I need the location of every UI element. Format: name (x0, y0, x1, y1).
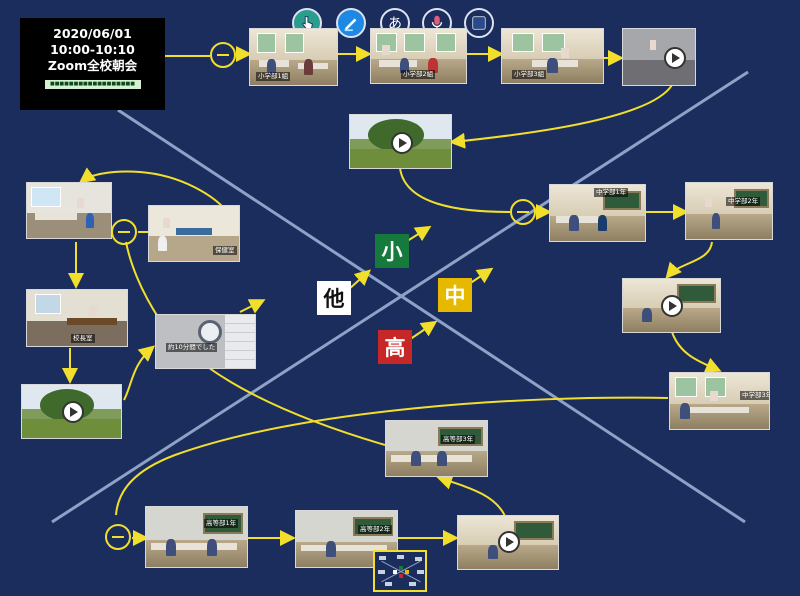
collapse-node (111, 219, 137, 245)
meeting-title: Zoom全校朝会 (47, 58, 138, 73)
color-swatch-icon (472, 16, 486, 30)
connector (449, 84, 673, 149)
photo-caption: 小学部1組 (256, 72, 291, 81)
photo-caption: 高等部2年 (358, 525, 393, 534)
collapse-node (510, 199, 536, 225)
photo-caption: 中学部2年 (726, 197, 761, 206)
meeting-subtitle: ■■■■■■■■■■■■■■■■■■ (44, 80, 141, 89)
connector (436, 474, 506, 517)
photo-clock[interactable]: 約10分間でした (155, 314, 256, 369)
photo-nurse-office[interactable]: 保健室 (148, 205, 240, 262)
photo-caption: 小学部2組 (401, 70, 436, 79)
photo-caption: 高等部3年 (441, 435, 476, 444)
play-icon[interactable] (664, 47, 686, 69)
category-elementary[interactable]: 小 (375, 234, 409, 268)
photo-caption: 保健室 (213, 246, 237, 255)
meeting-time: 10:00-10:10 (50, 42, 135, 57)
pen-tool-button[interactable] (336, 8, 366, 38)
photo-elementary-class3[interactable]: 小学部3組 (501, 28, 604, 84)
photo-elementary-class1[interactable]: 小学部1組 (249, 28, 338, 86)
connector (239, 299, 266, 314)
play-icon[interactable] (498, 531, 520, 553)
category-junior-high[interactable]: 中 (438, 278, 472, 312)
meeting-info-card[interactable]: 2020/06/01 10:00-10:10 Zoom全校朝会 ■■■■■■■■… (20, 18, 165, 110)
marker-icon (344, 18, 357, 32)
photo-caption: 小学部3組 (512, 70, 547, 79)
meeting-date: 2020/06/01 (53, 26, 132, 41)
photo-caption: 中学部1年 (594, 188, 629, 197)
connector (123, 345, 156, 401)
category-other[interactable]: 他 (317, 281, 351, 315)
photo-caption: 約10分間でした (166, 343, 218, 352)
photo-junior-high-video[interactable] (622, 278, 721, 333)
photo-caption: 高等部1年 (204, 519, 239, 528)
photo-caption: 中学部3年 (740, 391, 769, 400)
photo-high-school-year1[interactable]: 高等部1年 (145, 506, 248, 568)
connector (665, 241, 713, 280)
play-icon[interactable] (391, 132, 413, 154)
photo-principal-office[interactable]: 校長室 (26, 289, 128, 347)
category-high[interactable]: 高 (378, 330, 412, 364)
collapse-node (210, 42, 236, 68)
connector (347, 269, 371, 291)
photo-high-school-year3[interactable]: 高等部3年 (385, 420, 488, 477)
photo-caption: 校長室 (71, 334, 95, 343)
minimap-thumbnail[interactable] (373, 550, 427, 592)
photo-elementary-class2[interactable]: 小学部2組 (370, 28, 467, 84)
connector (78, 167, 231, 216)
photo-outdoor-video[interactable] (349, 114, 452, 169)
connector (115, 396, 669, 516)
play-icon[interactable] (62, 401, 84, 423)
color-tool-button[interactable] (464, 8, 494, 38)
photo-elementary-video[interactable] (622, 28, 696, 86)
collapse-node (105, 524, 131, 550)
play-icon[interactable] (661, 295, 683, 317)
photo-junior-high-year1[interactable]: 中学部1年 (549, 184, 646, 242)
connector (399, 167, 511, 213)
connector (671, 331, 722, 373)
photo-junior-high-year2[interactable]: 中学部2年 (685, 182, 773, 240)
photo-office[interactable] (26, 182, 112, 239)
photo-junior-high-year3[interactable]: 中学部3年 (669, 372, 770, 430)
photo-high-school-video[interactable] (457, 515, 559, 570)
photo-schoolyard-video[interactable] (21, 384, 122, 439)
